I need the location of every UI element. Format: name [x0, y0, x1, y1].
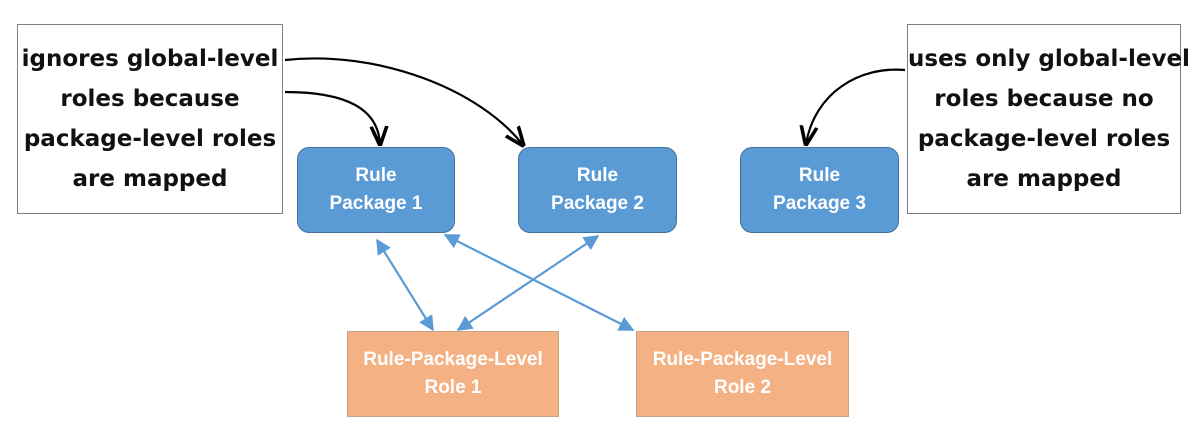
rule-package-3-line-2: Package 3 [773, 193, 866, 214]
note-right-line-1: uses only global-level [908, 46, 1190, 72]
note-left: ignores global-level roles because packa… [17, 24, 283, 214]
connector-pkg1-role2 [443, 234, 635, 331]
role-1-line-1: Rule-Package-Level [363, 349, 543, 370]
rule-package-3-line-1: Rule [798, 165, 841, 186]
connector-pkg2-role1 [456, 235, 600, 331]
note-right: uses only global-level roles because no … [907, 24, 1190, 214]
note-right-line-3: package-level roles [917, 126, 1171, 152]
callout-arrow-right-to-pkg3 [806, 68, 906, 144]
rule-package-2-line-2: Package 2 [551, 193, 644, 214]
note-left-line-1: ignores global-level [21, 46, 279, 72]
rule-package-1-line-2: Package 1 [329, 193, 423, 214]
callout-arrow-left-to-pkg2 [284, 57, 523, 145]
role-2-line-2: Role 2 [713, 377, 772, 398]
rule-package-1: Rule Package 1 [297, 147, 455, 233]
callout-arrow-left-to-pkg1 [284, 90, 380, 144]
note-left-line-4: are mapped [72, 166, 228, 192]
rule-package-2: Rule Package 2 [518, 147, 677, 233]
note-left-line-2: roles because [60, 86, 240, 112]
rule-package-3: Rule Package 3 [740, 147, 899, 233]
rule-package-1-line-1: Rule [355, 165, 397, 186]
note-left-line-3: package-level roles [23, 126, 277, 152]
rule-package-level-role-1: Rule-Package-Level Role 1 [347, 331, 559, 417]
connector-pkg1-role1 [376, 238, 434, 332]
rule-package-2-line-1: Rule [576, 165, 619, 186]
role-1-line-2: Role 1 [424, 377, 482, 398]
note-right-line-2: roles because no [934, 86, 1154, 112]
rule-package-level-role-2: Rule-Package-Level Role 2 [636, 331, 849, 417]
note-right-line-4: are mapped [966, 166, 1122, 192]
role-2-line-1: Rule-Package-Level [652, 349, 833, 370]
